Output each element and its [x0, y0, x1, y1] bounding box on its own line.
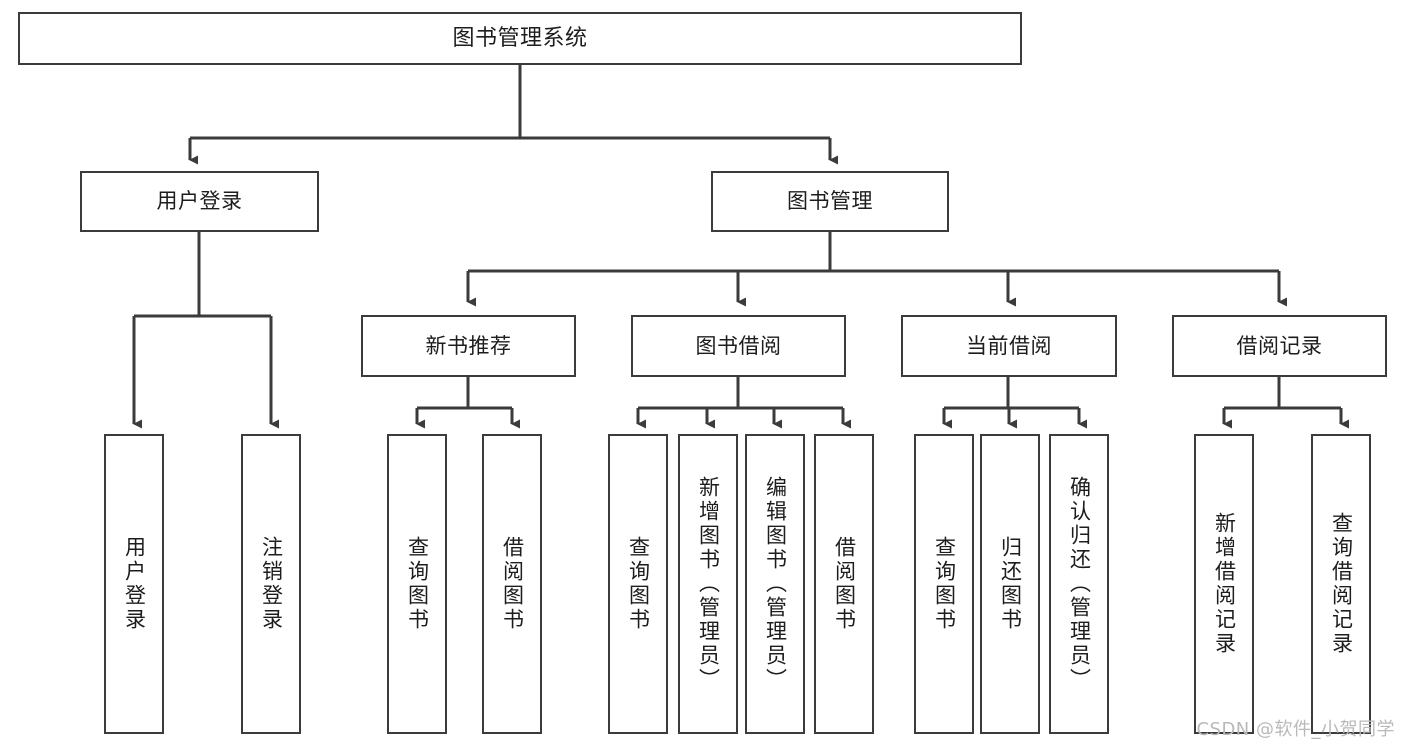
- node-new-book-recommend-label: 新书推荐: [425, 333, 512, 358]
- node-leaf-query-record[interactable]: 查询借阅记录: [1311, 434, 1371, 734]
- node-leaf-user-login-label: 用户登录: [122, 536, 147, 632]
- node-leaf-borrow-book-1[interactable]: 借阅图书: [482, 434, 542, 734]
- node-root[interactable]: 图书管理系统: [18, 12, 1022, 65]
- node-user-login-label: 用户登录: [156, 189, 243, 214]
- node-leaf-return-book-label: 归还图书: [998, 536, 1023, 632]
- node-leaf-query-book-1[interactable]: 查询图书: [387, 434, 447, 734]
- node-borrow-record[interactable]: 借阅记录: [1172, 315, 1387, 377]
- node-leaf-edit-book[interactable]: 编辑图书（管理员）: [745, 434, 805, 734]
- node-leaf-query-book-2[interactable]: 查询图书: [608, 434, 668, 734]
- node-leaf-user-login[interactable]: 用户登录: [104, 434, 164, 734]
- csdn-watermark: CSDN @软件_小贺同学: [1196, 719, 1395, 740]
- node-leaf-borrow-book-1-label: 借阅图书: [500, 536, 525, 632]
- node-borrow-record-label: 借阅记录: [1236, 333, 1323, 358]
- node-leaf-query-book-2-label: 查询图书: [626, 536, 651, 632]
- node-root-label: 图书管理系统: [452, 25, 588, 51]
- node-leaf-add-book-label: 新增图书（管理员）: [696, 476, 721, 692]
- node-leaf-borrow-book-2-label: 借阅图书: [832, 536, 857, 632]
- node-leaf-query-record-label: 查询借阅记录: [1329, 512, 1354, 656]
- node-book-borrow[interactable]: 图书借阅: [631, 315, 846, 377]
- node-book-manage-label: 图书管理: [787, 189, 873, 214]
- node-current-borrow-label: 当前借阅: [966, 333, 1052, 358]
- node-leaf-confirm-return-label: 确认归还（管理员）: [1067, 476, 1092, 692]
- node-leaf-return-book[interactable]: 归还图书: [980, 434, 1040, 734]
- node-leaf-query-book-1-label: 查询图书: [405, 536, 430, 632]
- node-user-login[interactable]: 用户登录: [80, 171, 319, 232]
- node-leaf-add-record[interactable]: 新增借阅记录: [1194, 434, 1254, 734]
- node-current-borrow[interactable]: 当前借阅: [901, 315, 1117, 377]
- node-book-manage[interactable]: 图书管理: [711, 171, 949, 232]
- node-leaf-logout-login-label: 注销登录: [259, 536, 284, 632]
- node-leaf-query-book-3[interactable]: 查询图书: [914, 434, 974, 734]
- node-leaf-add-book[interactable]: 新增图书（管理员）: [678, 434, 738, 734]
- node-leaf-confirm-return[interactable]: 确认归还（管理员）: [1049, 434, 1109, 734]
- node-new-book-recommend[interactable]: 新书推荐: [361, 315, 576, 377]
- node-book-borrow-label: 图书借阅: [695, 333, 782, 358]
- node-leaf-borrow-book-2[interactable]: 借阅图书: [814, 434, 874, 734]
- node-leaf-add-record-label: 新增借阅记录: [1212, 512, 1237, 656]
- node-leaf-edit-book-label: 编辑图书（管理员）: [763, 476, 788, 692]
- node-leaf-query-book-3-label: 查询图书: [932, 536, 957, 632]
- node-leaf-logout-login[interactable]: 注销登录: [241, 434, 301, 734]
